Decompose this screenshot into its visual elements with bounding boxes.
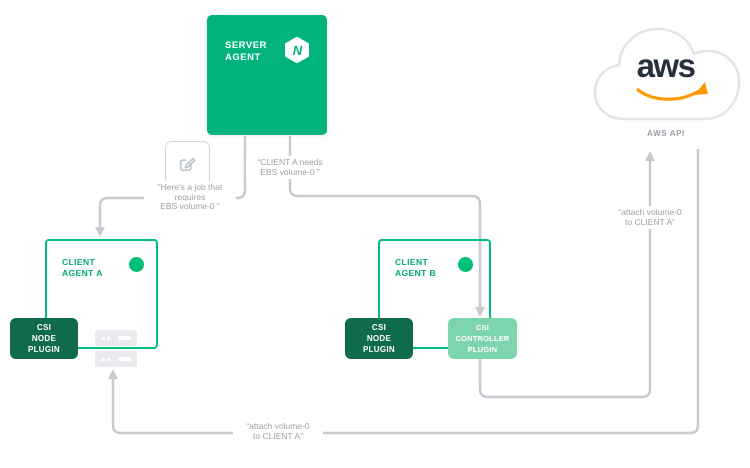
- message-job-note: “Here's a job that requires EBS volume-0…: [144, 181, 236, 214]
- server-rack-icon: [95, 351, 137, 367]
- allocation-dot-icon: [458, 257, 473, 272]
- arrowhead-into-aws: [645, 151, 655, 161]
- aws-api-label: AWS API: [647, 129, 685, 138]
- arrowhead-into-storage: [108, 369, 118, 379]
- client-agent-a-label: CLIENT AGENT A: [62, 257, 103, 278]
- rack-slot-icon: [118, 336, 131, 340]
- connector-controller-to-aws: [478, 160, 652, 399]
- message-attach-request: “attach volume-0 to CLIENT A”: [606, 206, 694, 229]
- message-attach-response: “attach volume-0 to CLIENT A”: [233, 420, 323, 443]
- server-rack-icon: [95, 330, 137, 346]
- rack-led-icon: [102, 336, 105, 340]
- arrowhead-into-controller: [475, 307, 485, 317]
- arrowhead-into-client-a: [95, 227, 105, 237]
- csi-controller-plugin: CSI CONTROLLER PLUGIN: [448, 318, 517, 359]
- server-agent-box: SERVER AGENT N: [207, 15, 327, 135]
- rack-led-icon: [107, 336, 110, 340]
- connector-aws-to-storage: [111, 149, 700, 435]
- nomad-logo-icon: N: [285, 37, 309, 63]
- connector-server-to-controller: [288, 136, 482, 308]
- aws-logo-text: aws: [636, 47, 696, 84]
- allocation-dot-icon: [129, 257, 144, 272]
- message-client-a-needs: “CLIENT A needs EBS volume-0 ”: [246, 156, 334, 179]
- edit-pencil-icon: [180, 157, 196, 171]
- svg-text:N: N: [293, 43, 303, 58]
- csi-node-plugin-b: CSI NODE PLUGIN: [345, 318, 413, 359]
- rack-led-icon: [102, 357, 105, 361]
- csi-node-plugin-a: CSI NODE PLUGIN: [10, 318, 78, 359]
- aws-smile-arrow-tip: [694, 82, 708, 95]
- client-agent-b-label: CLIENT AGENT B: [395, 257, 437, 278]
- client-agent-b-box: CLIENT AGENT B: [378, 239, 491, 349]
- server-agent-label: SERVER AGENT: [225, 40, 267, 63]
- rack-slot-icon: [118, 357, 131, 361]
- aws-cloud-icon: [593, 27, 741, 121]
- rack-led-icon: [107, 357, 110, 361]
- job-spec-card: [165, 141, 210, 186]
- client-agent-a-box: CLIENT AGENT A: [45, 239, 158, 349]
